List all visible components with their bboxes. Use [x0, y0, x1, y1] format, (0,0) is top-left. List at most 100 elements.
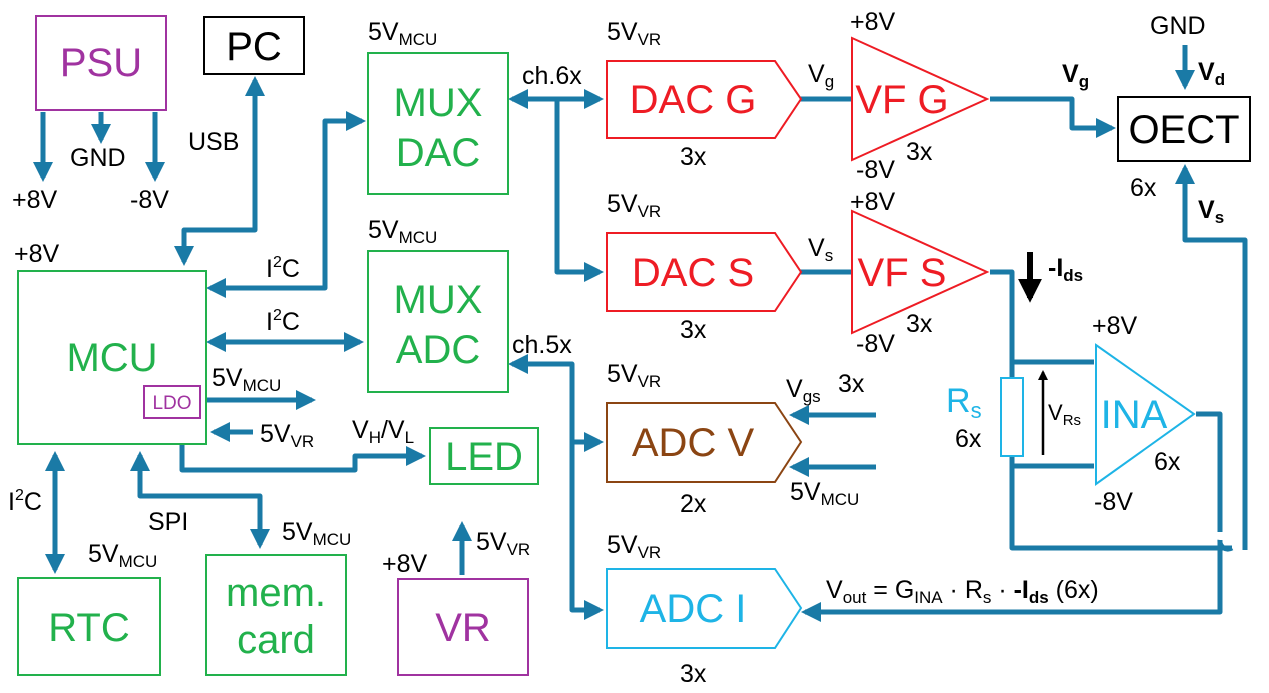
mux-dac-supply: 5VMCU [368, 18, 437, 49]
wire-ch6x-dac-s [554, 99, 604, 282]
oect-label: OECT [1128, 108, 1239, 152]
vgs-count: 3x [838, 370, 865, 398]
vout-dot1: · R [943, 576, 983, 604]
vf-s-count: 3x [906, 310, 933, 338]
dac-s-block [606, 232, 803, 312]
vout-ds: ds [1029, 588, 1049, 607]
vl-sub: L [405, 428, 414, 447]
vgs-label: Vgs [786, 375, 821, 406]
led-block [429, 427, 539, 485]
wire-spi-mem [130, 451, 270, 549]
mem-sub: MCU [313, 530, 352, 549]
dacg-sub: VR [638, 30, 662, 49]
ina-minus8v: -8V [1094, 488, 1133, 516]
wire-i2c-mux-dac [206, 111, 366, 298]
vg-small-v: V [808, 60, 825, 88]
i2c-1-sup: 2 [273, 254, 282, 271]
vout-v: V [826, 576, 843, 604]
mux-dac-5v: 5V [368, 18, 399, 46]
vrout-sub: VR [507, 540, 531, 559]
mux-adc-label-2: ADC [396, 328, 480, 372]
vf-g-plus8v: +8V [850, 8, 896, 36]
dac-g-supply: 5VVR [607, 18, 661, 49]
mux-dac-block [367, 52, 509, 195]
vrs-sub: Rs [1063, 412, 1081, 429]
ina-label: INA [1101, 393, 1168, 437]
vs-small-v: V [808, 234, 825, 262]
oect-gnd-label: GND [1150, 12, 1206, 40]
vgs-v: V [786, 375, 803, 403]
vrout-5v: 5V [476, 528, 507, 556]
ldo-sub: MCU [243, 376, 282, 395]
adcvs-5v: 5V [607, 360, 638, 388]
dacs-sub: VR [638, 202, 662, 221]
vr-label: VR [435, 606, 491, 650]
vf-g-label: VF G [855, 78, 948, 122]
vh-v: V [352, 416, 369, 444]
dac-g-label: DAC G [630, 78, 757, 122]
vf-s-block [851, 209, 990, 335]
wire-vg-oect [990, 96, 1116, 138]
vf-s-label: VF S [858, 251, 947, 295]
ina-plus8v: +8V [1092, 312, 1138, 340]
i2c-1-i: I [266, 255, 273, 283]
vr-plus8v-label: +8V [382, 550, 428, 578]
mux-dac-label-1: MUX [394, 81, 483, 125]
ids-i: -I [1048, 254, 1063, 282]
dac-s-label: DAC S [632, 251, 754, 295]
ldo-block [143, 385, 201, 419]
wires [33, 45, 1248, 612]
led-label: LED [445, 435, 523, 479]
dac-s-supply: 5VVR [607, 190, 661, 221]
vg-bold-sub: g [1079, 72, 1089, 91]
vout-equation: Vout = GINA · Rs · -Ids (6x) [826, 576, 1099, 607]
adcv-sub: MCU [821, 490, 860, 509]
vout-i: -I [1014, 576, 1029, 604]
i2c-2-sup: 2 [273, 307, 282, 324]
psu-minus8v-label: -8V [130, 186, 169, 214]
vout-dot2: · [991, 576, 1013, 604]
adci-5v: 5V [607, 531, 638, 559]
vrin-5v: 5V [260, 420, 291, 448]
rs-label: Rs [946, 382, 982, 423]
i2c-2-c: C [282, 308, 300, 336]
mux-adc-label-1: MUX [394, 278, 483, 322]
vout-s: s [983, 588, 992, 607]
i2c-3-c: C [24, 488, 42, 516]
mem-card-block [205, 554, 347, 676]
rtc-label: RTC [48, 606, 129, 650]
adc-v-block [606, 402, 803, 483]
vf-g-block [851, 36, 990, 162]
vrs-label: VRs [1048, 400, 1081, 429]
i2c-mux-adc-label: I2C [266, 307, 300, 336]
vf-g-count: 3x [906, 138, 933, 166]
ina-count: 6x [1154, 448, 1181, 476]
psu-gnd-label: GND [70, 144, 126, 172]
psu-label: PSU [60, 41, 142, 85]
dac-g-block [606, 60, 803, 139]
mux-dac-sub: MCU [399, 30, 438, 49]
vd-sub: d [1215, 70, 1225, 89]
vs-small-sub: s [825, 246, 834, 265]
mcu-label: MCU [66, 336, 157, 380]
vf-g-minus8v: -8V [856, 156, 895, 184]
mux-adc-block [367, 250, 509, 393]
ch5x-label: ch.5x [512, 331, 572, 359]
wire-ina-adc-i [805, 411, 1234, 612]
rs-sub: s [971, 398, 982, 423]
ldo-5v: 5V [212, 364, 243, 392]
vrs-v: V [1048, 400, 1063, 425]
vs-small-label: Vs [808, 234, 833, 265]
dac-s-count: 3x [680, 316, 707, 344]
usb-label: USB [188, 128, 239, 156]
rtc-block [17, 577, 161, 676]
adcv-5v: 5V [790, 478, 821, 506]
i2c-2-i: I [266, 308, 273, 336]
vh-sub: H [369, 428, 381, 447]
vr-out-label: 5VVR [476, 528, 530, 559]
mem-card-label-1: mem. [226, 571, 326, 615]
vf-s-minus8v: -8V [856, 330, 895, 358]
i2c-3-i: I [8, 488, 15, 516]
ldo-label: LDO [152, 393, 191, 414]
